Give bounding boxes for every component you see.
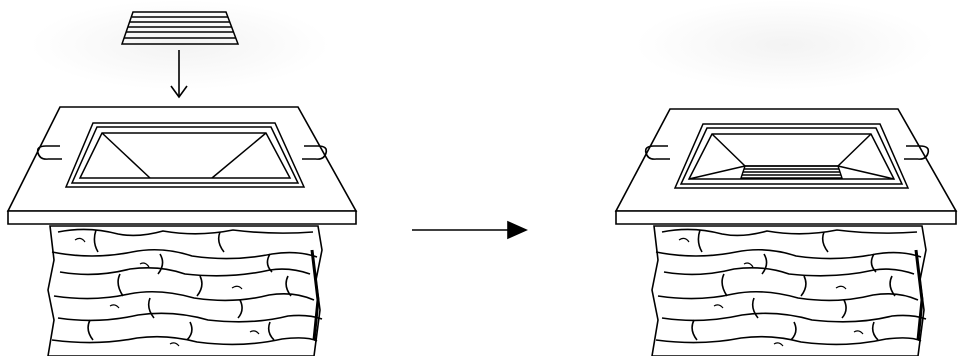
background-halo [30, 0, 330, 90]
stone-pillar [47, 225, 323, 356]
right-arrow-icon [412, 220, 528, 240]
slab-handles [36, 145, 328, 160]
grate-seated [740, 165, 843, 179]
fire-pit-top-slab [6, 106, 358, 225]
right-handle-icon [302, 145, 328, 160]
stone-pillar [651, 225, 927, 356]
grate-insert [120, 11, 240, 45]
left-handle-icon [36, 145, 62, 160]
left-handle-icon [644, 145, 670, 160]
fire-bowl-empty [64, 122, 306, 188]
right-handle-icon [904, 145, 930, 160]
step-after [614, 0, 958, 356]
background-halo [635, 0, 935, 90]
down-arrow-icon [170, 50, 188, 99]
slab-handles [644, 145, 930, 160]
step-before [6, 0, 358, 356]
